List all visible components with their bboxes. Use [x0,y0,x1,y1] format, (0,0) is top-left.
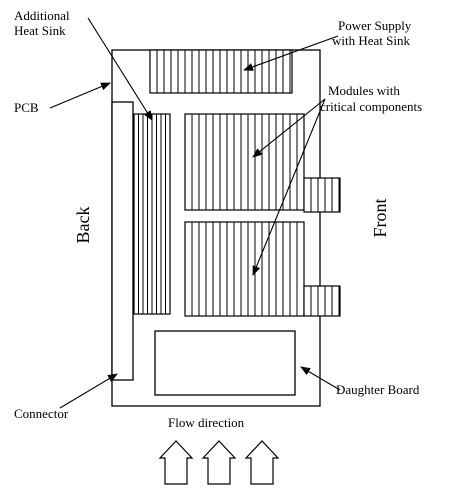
flow-arrows [158,440,280,485]
label-daughter-board: Daughter Board [336,382,420,397]
label-additional-heat-sink-1: Additional [14,8,70,23]
module-upper [184,113,341,213]
arrow-module-upper [252,98,326,158]
label-flow-direction: Flow direction [168,415,245,430]
label-power-supply-2: with Heat Sink [332,33,410,48]
arrow-pcb [49,82,111,109]
arrow-additional-heat-sink [87,17,153,121]
module-lower-tab [303,285,341,317]
arrow-connector [59,373,118,409]
arrow-daughter-board [300,366,341,391]
label-front: Front [370,198,390,237]
module-lower [184,221,341,317]
arrow-module-lower [252,98,326,276]
label-pcb: PCB [14,100,39,115]
label-back: Back [73,207,93,244]
module-upper-tab [303,177,341,213]
additional-heat-sink [133,113,171,315]
label-modules-1: Modules with [328,83,400,98]
arrow-power-supply [243,35,339,71]
connector [111,101,134,381]
flow-arrow-3 [244,440,280,485]
flow-arrow-1 [158,440,194,485]
power-supply-heat-sink [149,49,293,94]
label-modules-2: critical components [320,99,422,114]
flow-arrow-2 [201,440,237,485]
label-additional-heat-sink-2: Heat Sink [14,23,66,38]
daughter-board [154,330,296,396]
label-connector: Connector [14,406,69,421]
label-power-supply-1: Power Supply [338,18,412,33]
